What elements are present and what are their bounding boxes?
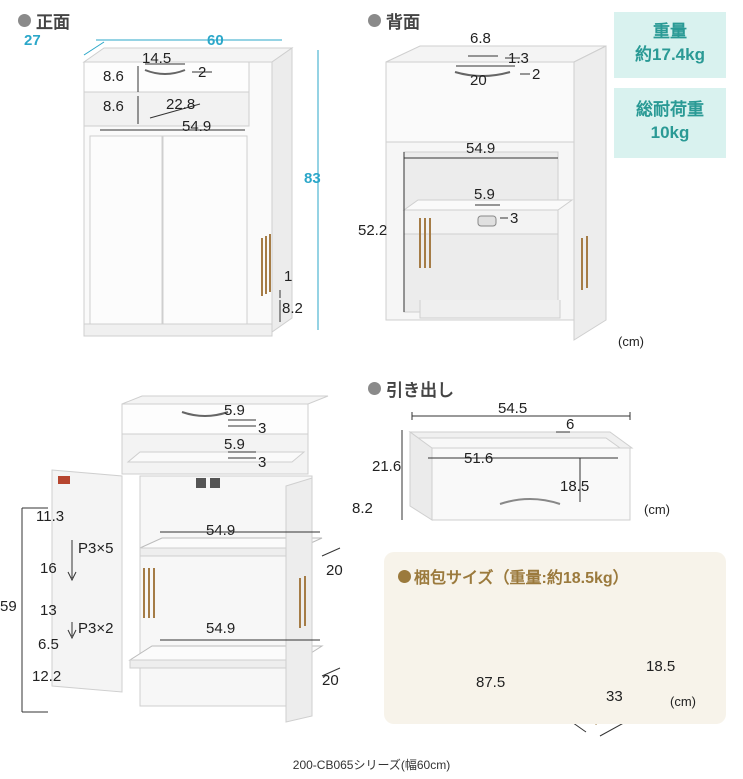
interior-shelf2-width: 54.9 <box>206 620 236 637</box>
front-drawer-height: 8.6 <box>103 68 124 85</box>
weight-label: 重量 <box>653 22 687 41</box>
interior-cabinet <box>51 395 329 723</box>
package-width: 33 <box>606 688 623 705</box>
drawer-side-thickness: 6 <box>566 416 575 433</box>
interior-shelf1-depth: 20 <box>326 562 343 579</box>
bullet-icon <box>398 569 411 583</box>
package-title-text: 梱包サイズ（重量:約18.5kg） <box>414 570 629 587</box>
front-dimension-lines <box>83 39 319 330</box>
front-gap: 1 <box>284 268 293 285</box>
drawer-outer-width: 54.5 <box>498 400 528 417</box>
interior-d4: 6.5 <box>38 636 59 653</box>
front-shelf-width: 54.9 <box>182 118 212 135</box>
back-hole-height: 3 <box>510 210 519 227</box>
unit-label-package: (cm) <box>670 694 696 709</box>
drawer-depth: 21.6 <box>372 458 402 475</box>
interior-hole2-height: 3 <box>258 454 267 471</box>
front-base-height: 8.2 <box>282 300 303 317</box>
back-slot-height: 2 <box>532 66 541 83</box>
interior-shelf1-width: 54.9 <box>206 522 236 539</box>
front-width: 60 <box>207 32 224 49</box>
front-slot-height: 2 <box>198 64 207 81</box>
back-vent <box>419 218 588 290</box>
front-cabinet <box>82 47 294 337</box>
unit-label-back: (cm) <box>618 334 644 349</box>
interior-pitch1: P3×5 <box>78 540 114 557</box>
interior-hole1-height: 3 <box>258 420 267 437</box>
bullet-icon <box>368 14 381 27</box>
drawer-inner-depth: 18.5 <box>560 478 590 495</box>
back-top-height: 1.3 <box>508 50 529 67</box>
back-title-text: 背面 <box>386 13 420 32</box>
front-detail-lines <box>100 63 281 322</box>
package-panel <box>384 552 726 724</box>
bullet-icon <box>368 382 381 395</box>
front-section-title: 正面 <box>18 8 70 33</box>
package-height: 18.5 <box>646 658 676 675</box>
drawer-height: 8.2 <box>352 500 373 517</box>
unit-label-drawer: (cm) <box>644 502 670 517</box>
interior-total: 59 <box>0 598 17 615</box>
load-label: 総耐荷重 <box>636 100 704 119</box>
interior-hole1-width: 5.9 <box>224 402 245 419</box>
front-slot-width: 14.5 <box>142 50 172 67</box>
back-section-title: 背面 <box>368 8 420 33</box>
weight-value: 約17.4kg <box>635 45 705 64</box>
interior-d1: 11.3 <box>36 508 65 525</box>
front-depth: 27 <box>24 32 41 49</box>
back-slot-width: 20 <box>470 72 487 89</box>
back-inner-width: 54.9 <box>466 140 496 157</box>
weight-badge: 重量 約17.4kg <box>614 12 726 78</box>
bullet-icon <box>18 14 31 27</box>
back-detail-lines <box>403 55 558 312</box>
back-top-width: 6.8 <box>470 30 491 47</box>
back-cabinet <box>385 45 607 341</box>
package-title: 梱包サイズ（重量:約18.5kg） <box>398 564 629 588</box>
load-value: 10kg <box>650 123 690 142</box>
drawer-title-text: 引き出し <box>386 381 454 400</box>
front-shelf-depth: 22.8 <box>166 96 196 113</box>
back-hole-width: 5.9 <box>474 186 495 203</box>
interior-shelf2-depth: 20 <box>322 672 339 689</box>
interior-d2: 16 <box>40 560 57 577</box>
interior-d5: 12.2 <box>32 668 62 685</box>
interior-d3: 13 <box>40 602 57 619</box>
front-height: 83 <box>304 170 321 187</box>
drawer-inner-width: 51.6 <box>464 450 494 467</box>
drawer-dimension-lines <box>401 412 631 520</box>
back-inner-height: 52.2 <box>358 222 388 239</box>
drawer-box <box>408 431 634 521</box>
front-title-text: 正面 <box>36 13 70 32</box>
load-badge: 総耐荷重 10kg <box>614 88 726 158</box>
drawer-section-title: 引き出し <box>368 376 454 401</box>
interior-pitch2: P3×2 <box>78 620 114 637</box>
interior-hole2-width: 5.9 <box>224 436 245 453</box>
package-length: 87.5 <box>476 674 506 691</box>
interior-vent <box>143 568 306 628</box>
series-caption: 200-CB065シリーズ(幅60cm) <box>292 758 451 772</box>
front-shelf-height: 8.6 <box>103 98 124 115</box>
front-vent <box>261 234 271 296</box>
interior-dimension-lines <box>21 419 341 713</box>
